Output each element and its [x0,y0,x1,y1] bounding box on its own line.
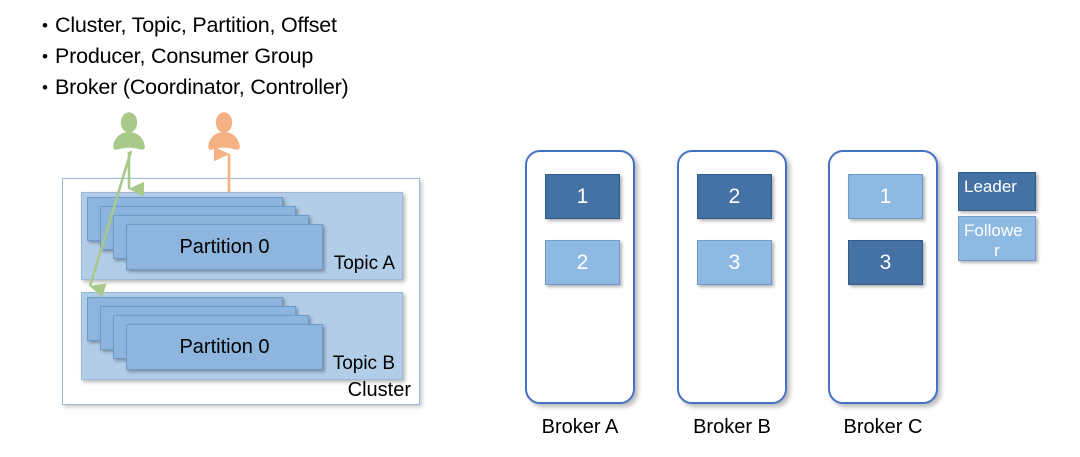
legend-leader-swatch: Leader [958,172,1036,211]
replica-badge: 3 [848,240,923,285]
producer-person-icon [112,110,146,158]
broker-label-a: Broker A [541,416,619,438]
bullet-item: • Producer, Consumer Group [42,41,512,72]
broker-label-b: Broker B [693,416,771,438]
bullet-marker-icon: • [42,47,48,66]
broker-label-c: Broker C [843,416,923,438]
legend-follower-swatch: Followe r [958,216,1036,261]
bullet-text: Producer, Consumer Group [55,44,314,68]
topic-label-b: Topic B [332,353,395,374]
broker-box-c[interactable]: 1 3 [828,150,938,404]
legend-follower-label-line2: r [994,241,1000,260]
topic-box-a: Partition 0 Topic A [81,192,403,280]
bullet-marker-icon: • [42,16,48,35]
partition-label: Partition 0 [179,235,270,258]
bullet-item: • Cluster, Topic, Partition, Offset [42,10,512,41]
cluster-diagram: Partition 0 Topic A Partition 0 Topic B … [0,108,470,418]
bullet-marker-icon: • [42,78,48,97]
legend-follower-label-line1: Followe [964,221,1023,240]
replica-badge: 1 [545,174,620,219]
bullet-item: • Broker (Coordinator, Controller) [42,72,512,103]
cluster-box: Partition 0 Topic A Partition 0 Topic B … [62,178,420,405]
bullet-text: Broker (Coordinator, Controller) [55,75,349,99]
partition-card-front: Partition 0 [126,224,323,270]
bullet-text: Cluster, Topic, Partition, Offset [55,13,337,37]
topic-label-a: Topic A [333,253,395,274]
replica-badge: 2 [545,240,620,285]
replica-badge: 1 [848,174,923,219]
broker-box-b[interactable]: 2 3 [677,150,787,404]
partition-stack-b: Partition 0 [87,297,337,377]
legend-leader-label: Leader [964,177,1017,196]
partition-card-front: Partition 0 [126,324,323,370]
broker-box-a[interactable]: 1 2 [525,150,635,404]
producer-arrow-topic-b [88,150,133,298]
topic-box-b: Partition 0 Topic B [81,292,403,380]
partition-stack-a: Partition 0 [87,197,337,277]
replica-badge: 3 [697,240,772,285]
bullet-list: • Cluster, Topic, Partition, Offset • Pr… [42,10,512,103]
replica-badge: 2 [697,174,772,219]
partition-label: Partition 0 [179,335,270,358]
cluster-label: Cluster [347,379,411,401]
consumer-person-icon [207,110,241,158]
flow-arrows [88,146,231,298]
